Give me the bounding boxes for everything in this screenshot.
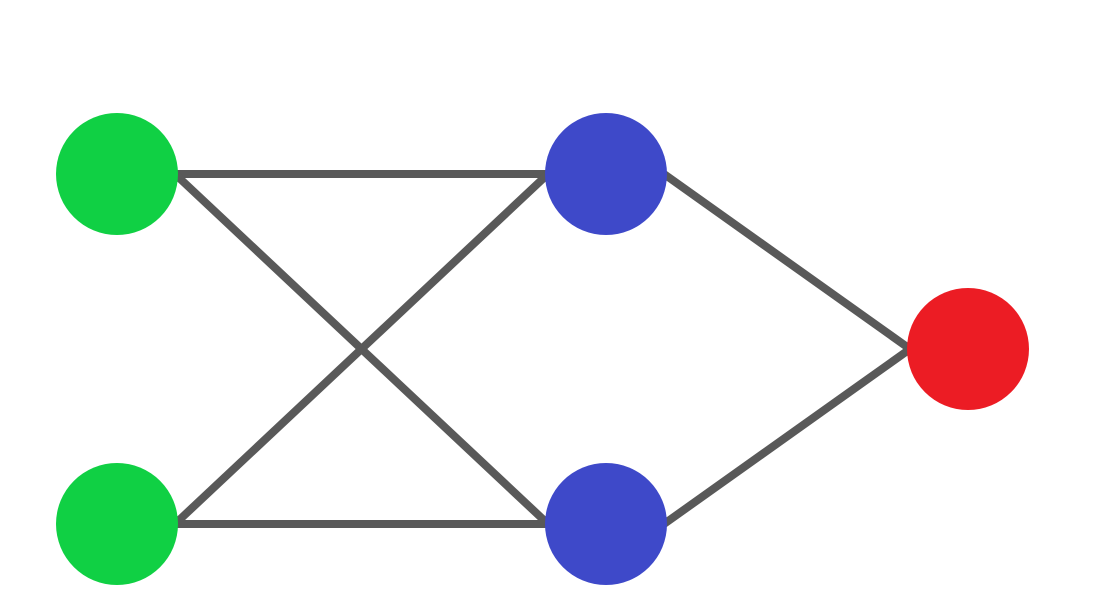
edge-input-2-to-hidden-1 (171, 170, 552, 528)
node-output-1 (907, 288, 1029, 410)
node-input-1 (56, 113, 178, 235)
node-input-2 (56, 463, 178, 585)
nodes-layer (56, 113, 1029, 585)
node-hidden-2 (545, 463, 667, 585)
node-hidden-1 (545, 113, 667, 235)
edge-hidden-2-to-output-1 (660, 345, 914, 528)
edges-layer (171, 170, 914, 528)
edge-hidden-1-to-output-1 (660, 170, 914, 353)
